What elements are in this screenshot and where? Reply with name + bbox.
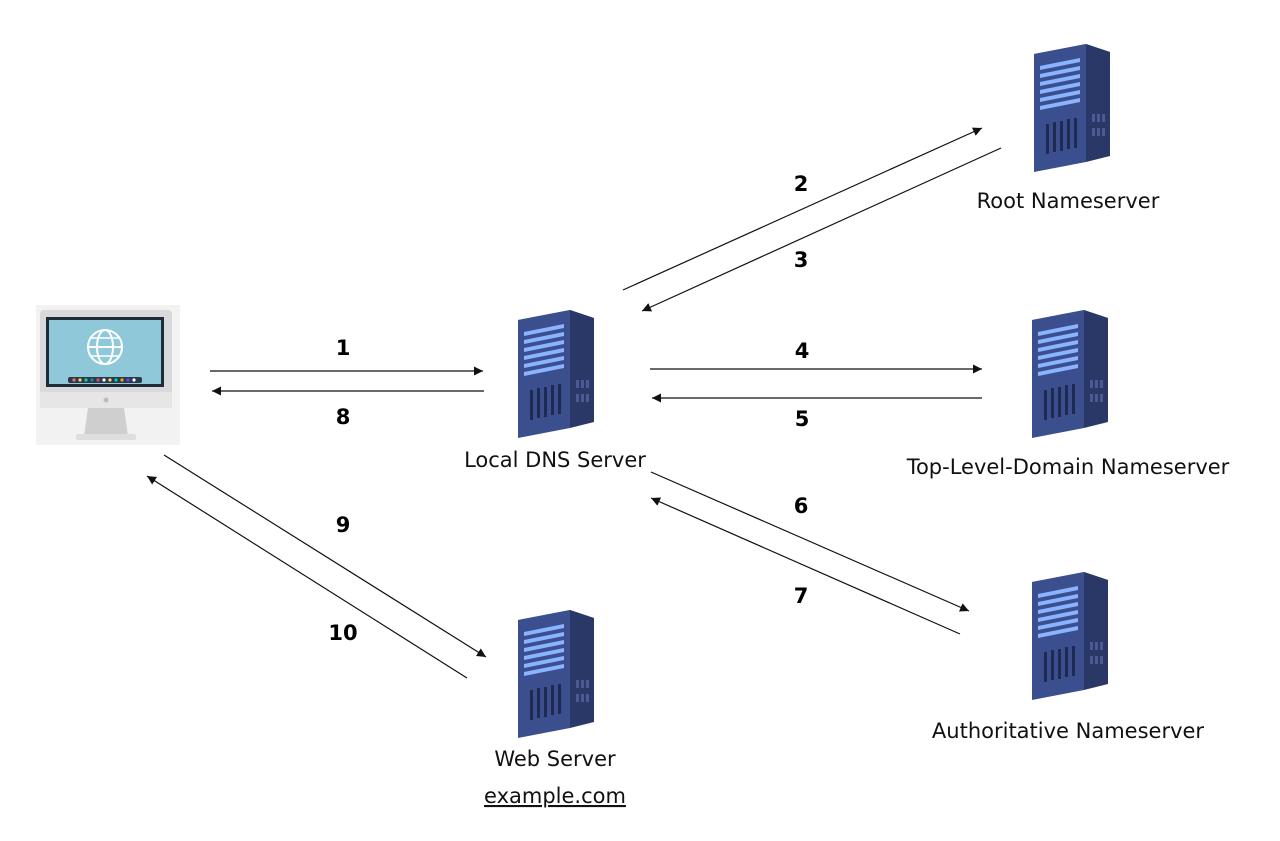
arrow-2-local-dns-to-root (622, 127, 983, 291)
step-label-7: 7 (794, 584, 809, 608)
authoritative-nameserver-node: Authoritative Nameserver (932, 572, 1205, 743)
server-tower-icon (1034, 44, 1110, 172)
arrow-9-client-to-web-server (163, 454, 487, 658)
server-tower-icon (518, 610, 594, 738)
step-label-1: 1 (336, 336, 351, 360)
tld-nameserver-node: Top-Level-Domain Nameserver (906, 310, 1230, 479)
web-server-node: Web Server example.com (484, 610, 626, 808)
server-tower-icon (1032, 572, 1108, 700)
desktop-computer-icon (36, 305, 180, 445)
step-label-5: 5 (795, 407, 810, 431)
authoritative-nameserver-label: Authoritative Nameserver (932, 719, 1205, 743)
step-label-6: 6 (794, 494, 809, 518)
step-labels: 1 8 2 3 4 5 6 7 9 10 (328, 172, 809, 645)
step-label-2: 2 (794, 172, 809, 196)
step-label-3: 3 (794, 248, 809, 272)
web-server-label: Web Server (494, 747, 616, 771)
server-tower-icon (518, 310, 594, 438)
root-nameserver-node: Root Nameserver (977, 44, 1160, 213)
step-label-10: 10 (328, 621, 357, 645)
step-label-8: 8 (336, 405, 351, 429)
tld-nameserver-label: Top-Level-Domain Nameserver (906, 455, 1230, 479)
arrow-10-web-server-to-client (146, 475, 468, 679)
arrow-3-root-to-local-dns (641, 147, 1002, 312)
server-tower-icon (1032, 310, 1108, 438)
local-dns-server-node: Local DNS Server (464, 310, 646, 472)
step-label-4: 4 (795, 339, 810, 363)
arrow-7-authoritative-to-local-dns (650, 497, 961, 635)
step-label-9: 9 (336, 513, 351, 537)
client-computer (36, 305, 180, 445)
local-dns-server-label: Local DNS Server (464, 448, 646, 472)
arrow-6-local-dns-to-authoritative (650, 471, 970, 612)
root-nameserver-label: Root Nameserver (977, 189, 1160, 213)
web-server-domain-link[interactable]: example.com (484, 784, 626, 808)
arrows (146, 127, 1002, 679)
